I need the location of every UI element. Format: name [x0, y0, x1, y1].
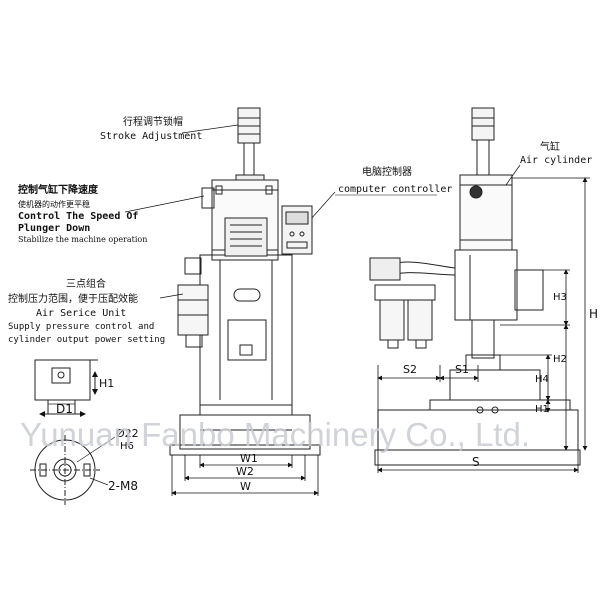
dim-h4: H4 [535, 374, 549, 385]
controller-label-cn: 电脑控制器 [362, 165, 412, 178]
front-view-machine [169, 107, 321, 456]
watermark: Yunuan Fanbo Machinery Co., Ltd. [20, 416, 530, 453]
speed-label-cn: 控制气缸下降速度 [18, 183, 99, 196]
cylinder-leader [505, 164, 521, 186]
stroke-label-cn: 行程调节锁帽 [123, 115, 183, 128]
stroke-label-en: Stroke Adjustment [100, 131, 202, 142]
detail-tolerance: H6 [120, 441, 134, 452]
dim-h2: H2 [553, 354, 567, 365]
dim-w1: W1 [240, 452, 258, 465]
dim-w: W [240, 480, 251, 493]
dim-s1: S1 [455, 363, 469, 376]
side-view-machine [369, 107, 581, 466]
detail-diameter: Ø22 [116, 427, 139, 440]
unit-label-en: Air Serice Unit [36, 308, 126, 319]
controller-box [281, 205, 313, 255]
unit-label-en3: cylinder output power setting [8, 335, 165, 345]
detail-d1: D1 [56, 402, 73, 416]
side-view-dimensions [377, 177, 590, 473]
dim-s: S [472, 455, 480, 469]
unit-label-en2: Supply pressure control and [8, 322, 154, 332]
controller-label-en: computer controller [338, 184, 452, 195]
unit-label-cn: 三点组合 [66, 277, 106, 290]
speed-label-en1: Control The Speed Of [18, 211, 138, 222]
dim-h1-right: H1 [535, 404, 549, 415]
cylinder-label-cn: 气缸 [540, 140, 560, 153]
speed-leader [124, 195, 205, 213]
unit-leader [159, 293, 184, 299]
cylinder-label-en: Air cylinder [520, 155, 592, 166]
dim-h3: H3 [553, 292, 567, 303]
speed-label-en3: Stabilize the machine operation [18, 235, 147, 244]
speed-label-en2: Plunger Down [18, 223, 90, 234]
detail-h1: H1 [99, 377, 114, 390]
speed-label-cn2: 使机器的动作更平稳 [18, 199, 90, 209]
unit-label-cn2: 控制压力范围，便于压配效能 [8, 292, 138, 305]
stroke-leader [181, 124, 239, 134]
dim-s2: S2 [403, 363, 417, 376]
controller-leader [309, 191, 336, 221]
front-view-dimensions [171, 455, 319, 496]
dim-w2: W2 [236, 465, 254, 478]
dim-h: H [589, 307, 598, 321]
detail-view [30, 359, 116, 505]
detail-bolt: 2-M8 [108, 479, 138, 493]
